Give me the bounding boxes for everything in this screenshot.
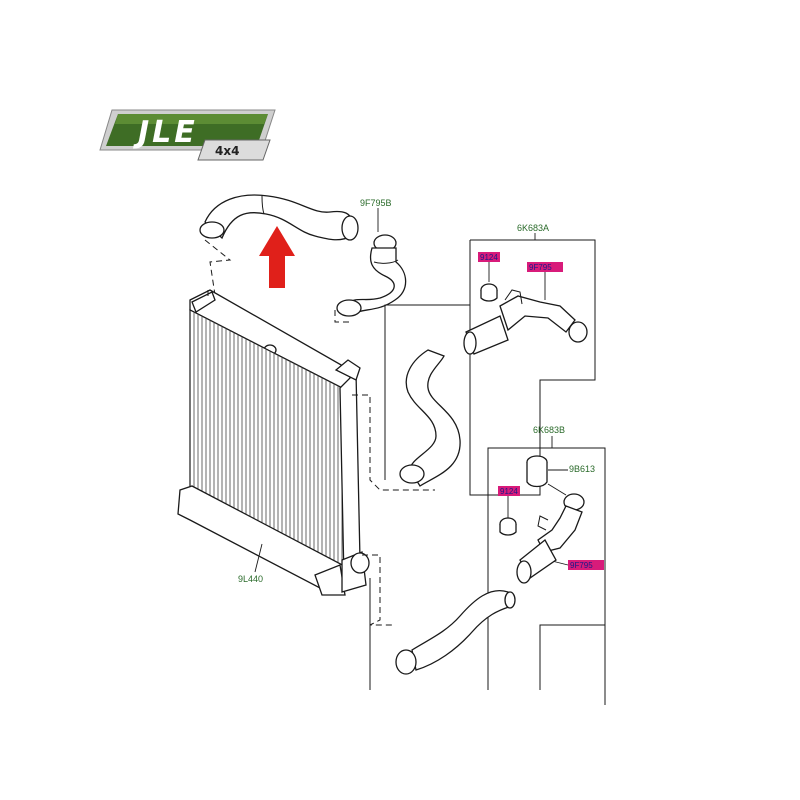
tag-a-small: 9124 [478, 252, 500, 262]
grommet-b [499, 517, 517, 536]
tag-b-part-text: 9F795 [570, 561, 593, 570]
tag-a-part-text: 9F795 [529, 263, 552, 272]
grommet-a [480, 283, 498, 302]
core-fins [193, 312, 347, 578]
tag-b-small-text: 9124 [500, 487, 518, 496]
connector-hose [336, 234, 407, 317]
logo-text: JLE [133, 115, 198, 150]
kit-b-pipe [516, 493, 585, 584]
dashed-link-hose2 [334, 310, 350, 323]
label-6k683b: 6K683B [533, 425, 565, 435]
kit-a-pipe [463, 289, 588, 355]
kit-b-sleeve [526, 455, 548, 488]
tag-a-part: 9F795 [527, 262, 563, 272]
kit-a-frame [384, 239, 596, 496]
label-9b613: 9B613 [569, 464, 595, 474]
kit-b-frame [369, 447, 606, 705]
upper-hose [199, 194, 359, 241]
label-6k683a: 6K683A [517, 223, 549, 233]
jle-logo: JLE 4x4 [99, 109, 276, 161]
intercooler-core [177, 289, 370, 596]
kit-b-hose [395, 590, 516, 675]
label-9f795b: 9F795B [360, 198, 392, 208]
dashed-link-upper [204, 239, 232, 296]
dashed-link-b [362, 554, 395, 626]
red-arrow-up-icon [259, 226, 295, 288]
label-9l440: 9L440 [238, 574, 263, 584]
tag-a-small-text: 9124 [480, 253, 498, 262]
dashed-link-a [352, 394, 435, 491]
logo-sub-text: 4x4 [215, 144, 239, 158]
kit-a-hose [399, 349, 461, 487]
tag-b-small: 9124 [498, 486, 520, 496]
tag-b-part: 9F795 [568, 560, 604, 570]
